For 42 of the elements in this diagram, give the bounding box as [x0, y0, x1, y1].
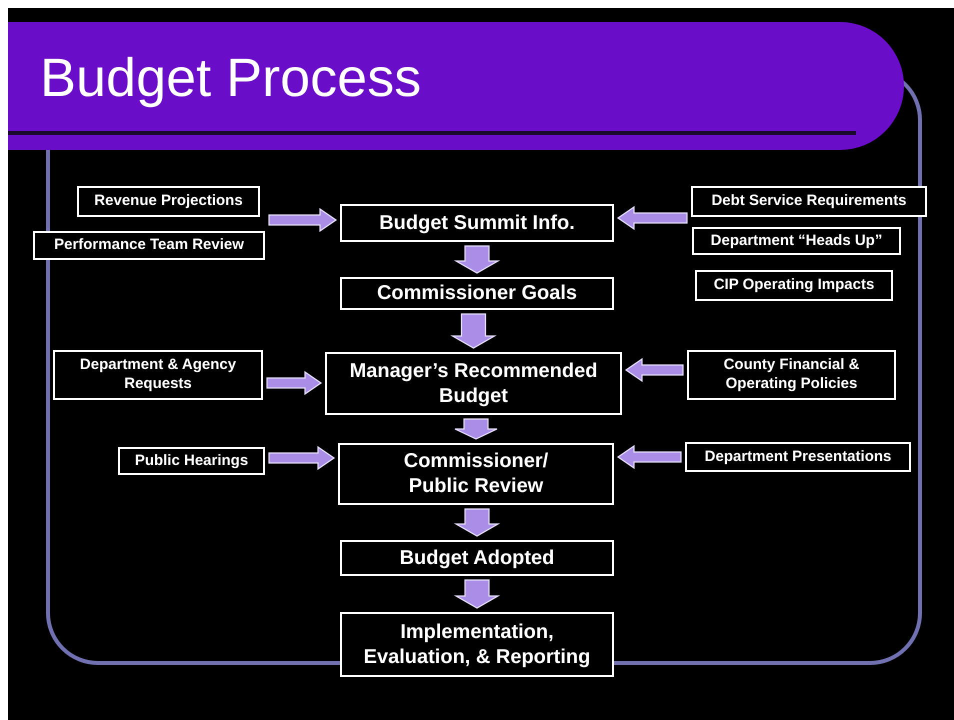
input-box [33, 231, 265, 260]
input-box [695, 270, 893, 301]
input-box [118, 447, 265, 475]
block-arrow [450, 313, 497, 349]
block-arrow [454, 418, 498, 440]
block-arrow [454, 245, 500, 274]
block-arrow [454, 579, 500, 609]
box-label: Department “Heads Up” [710, 232, 882, 250]
block-arrow [624, 358, 684, 382]
box-label: Commissioner Goals [376, 281, 578, 306]
process-box [338, 443, 614, 505]
input-box [691, 186, 927, 217]
input-box [692, 227, 901, 255]
process-box [325, 352, 622, 415]
box-label: Department Presentations [704, 448, 892, 466]
block-arrow [266, 370, 322, 396]
block-arrow [268, 446, 336, 470]
box-label: Budget Adopted [400, 546, 554, 570]
box-label: Commissioner/ Public Review [402, 449, 550, 499]
box-label: Manager’s Recommended Budget [348, 358, 598, 408]
process-box [340, 612, 614, 677]
input-box [77, 186, 260, 217]
block-arrow [616, 206, 688, 230]
block-arrow [454, 508, 500, 537]
input-box [685, 442, 911, 472]
box-label: Performance Team Review [54, 236, 244, 255]
input-box [53, 350, 263, 400]
box-label: Debt Service Requirements [711, 192, 907, 211]
box-label: Revenue Projections [94, 192, 243, 211]
box-label: Department & Agency Requests [78, 356, 238, 394]
box-label: CIP Operating Impacts [714, 276, 874, 295]
block-arrow [616, 444, 682, 470]
input-box [687, 350, 896, 400]
box-label: County Financial & Operating Policies [722, 356, 860, 394]
box-label: Implementation, Evaluation, & Reporting [362, 620, 592, 670]
box-label: Public Hearings [134, 452, 248, 470]
block-arrow [268, 208, 338, 232]
process-box [340, 204, 614, 242]
box-label: Budget Summit Info. [379, 210, 575, 236]
title: Budget Process [40, 47, 422, 110]
process-box [340, 540, 614, 576]
process-box [340, 277, 614, 310]
